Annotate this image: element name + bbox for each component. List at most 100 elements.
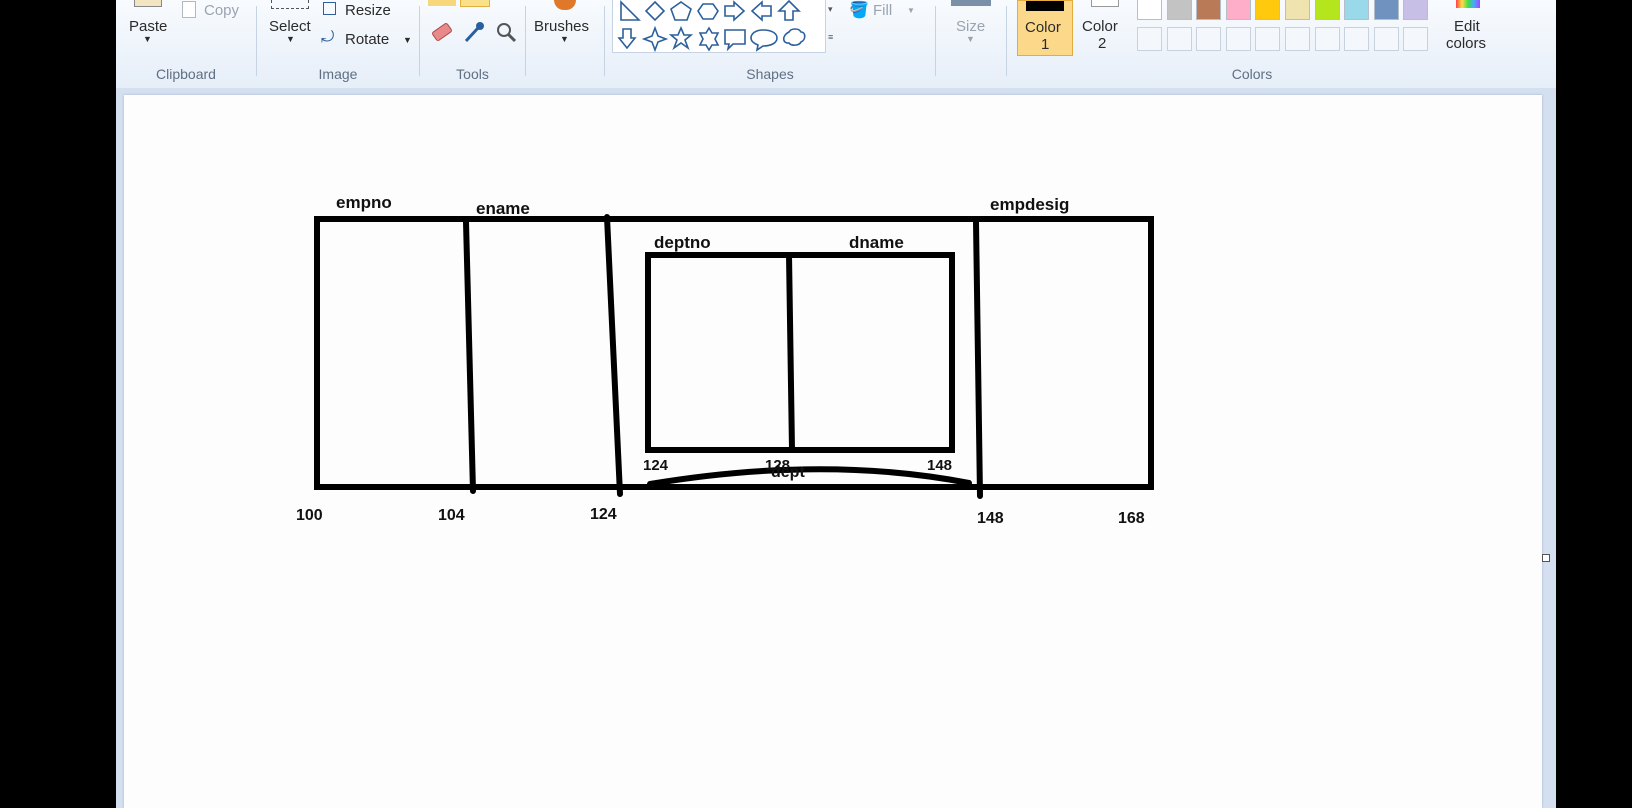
- magnifier-tool[interactable]: [492, 18, 520, 46]
- shapes-gallery: [612, 0, 826, 53]
- canvas-area: empno ename empdesig deptno dname dept 1…: [116, 88, 1556, 808]
- select-button[interactable]: Select ▼: [261, 0, 317, 58]
- line-width-icon: [951, 0, 991, 6]
- brushes-button[interactable]: Brushes ▼: [530, 0, 600, 58]
- record-outline: [314, 216, 1154, 490]
- rotate-button[interactable]: ⤾ Rotate ▼: [321, 29, 416, 52]
- color-wheel-icon: [1456, 0, 1480, 8]
- edit-colors-line2: colors: [1446, 35, 1487, 52]
- color-picker-tool[interactable]: [460, 18, 488, 46]
- custom-color-slot[interactable]: [1137, 27, 1162, 51]
- custom-color-slot[interactable]: [1166, 27, 1192, 51]
- rectangle-callout-icon: [724, 29, 746, 52]
- custom-color-slot[interactable]: [1285, 27, 1310, 51]
- color1-label-line2: 1: [1041, 36, 1050, 53]
- palette-swatch[interactable]: [1137, 0, 1162, 20]
- shapes-scroll[interactable]: ▾ ≡: [826, 0, 840, 52]
- canvas-resize-handle[interactable]: [1542, 554, 1550, 562]
- divider-empno-ename: [463, 219, 476, 494]
- selection-rectangle-icon: [271, 0, 309, 9]
- expand-gallery-icon[interactable]: ≡: [828, 32, 834, 42]
- field-label-dname: dname: [849, 233, 904, 252]
- field-label-dept: dept: [771, 464, 805, 481]
- group-divider: [935, 6, 936, 76]
- clipboard-group-label: Clipboard: [156, 66, 216, 82]
- pencil-tool[interactable]: [428, 0, 456, 6]
- palette-swatch[interactable]: [1166, 0, 1192, 20]
- palette-swatch[interactable]: [1373, 0, 1399, 20]
- chevron-down-icon: ▼: [966, 34, 975, 44]
- drawing-canvas[interactable]: empno ename empdesig deptno dname dept 1…: [124, 95, 1542, 808]
- copy-label: Copy: [204, 2, 240, 19]
- custom-color-slot[interactable]: [1196, 27, 1222, 51]
- pentagon-icon: [670, 1, 692, 21]
- edit-colors-button[interactable]: Edit colors: [1444, 0, 1494, 56]
- inner-address-148: 148: [927, 457, 953, 474]
- colors-group-label: Colors: [1231, 66, 1273, 82]
- magnifier-icon: [497, 23, 517, 43]
- custom-color-slot[interactable]: [1373, 27, 1399, 51]
- dept-brace: [647, 466, 972, 487]
- palette-swatch[interactable]: [1225, 0, 1251, 20]
- hexagon-icon: [697, 3, 719, 20]
- palette-swatch[interactable]: [1285, 0, 1310, 20]
- palette-swatch[interactable]: [1344, 0, 1370, 20]
- size-button[interactable]: Size ▼: [946, 0, 996, 58]
- brushes-label: Brushes: [534, 18, 590, 35]
- fill-bucket-icon: 🪣: [849, 2, 869, 19]
- five-point-star-icon: [668, 25, 694, 51]
- palette-swatch[interactable]: [1314, 0, 1340, 20]
- group-divider: [1006, 6, 1007, 76]
- custom-color-slot[interactable]: [1314, 27, 1340, 51]
- chevron-down-icon: ▼: [907, 6, 915, 15]
- text-tool[interactable]: [492, 0, 520, 6]
- eyedropper-icon: [464, 22, 484, 43]
- dept-inner-box: [645, 252, 955, 453]
- select-label: Select: [269, 18, 311, 35]
- eraser-tool[interactable]: [428, 18, 456, 46]
- palette-swatch[interactable]: [1403, 0, 1429, 20]
- paste-button[interactable]: Paste ▼: [124, 0, 170, 58]
- copy-button[interactable]: Copy: [180, 0, 250, 22]
- custom-color-slot[interactable]: [1255, 27, 1281, 51]
- color1-label-line1: Color: [1025, 19, 1061, 36]
- rotate-label: Rotate: [345, 31, 390, 48]
- resize-button[interactable]: Resize: [321, 0, 411, 22]
- six-point-star-icon: [698, 26, 720, 52]
- tools-group: Tools: [420, 0, 525, 88]
- color1-swatch: [1026, 1, 1064, 11]
- shapes-group-label: Shapes: [746, 66, 794, 82]
- custom-color-slot[interactable]: [1344, 27, 1370, 51]
- address-104: 104: [438, 507, 465, 524]
- paint-window: Paste ▼ Copy Clipboard Select ▼ Resize ⤾: [116, 0, 1556, 808]
- four-point-star-icon: [641, 25, 669, 53]
- tools-group-label: Tools: [456, 66, 489, 82]
- scroll-up-icon[interactable]: ▾: [828, 4, 833, 14]
- copy-icon: [182, 1, 196, 18]
- size-group: Size ▼: [936, 0, 1006, 88]
- fill-button[interactable]: 🪣 Fill ▼: [849, 0, 919, 22]
- fill-label: Fill: [873, 2, 893, 19]
- palette-swatch[interactable]: [1255, 0, 1281, 20]
- brush-icon: [554, 0, 576, 10]
- divider-dept-empdesig: [973, 219, 983, 499]
- custom-color-slot[interactable]: [1403, 27, 1429, 51]
- memory-layout-drawing: [314, 214, 1154, 499]
- resize-label: Resize: [345, 2, 391, 19]
- group-divider: [256, 6, 257, 76]
- color2-label-line1: Color: [1082, 18, 1118, 35]
- color2-label-line2: 2: [1098, 35, 1107, 52]
- palette-swatch[interactable]: [1196, 0, 1222, 20]
- custom-color-slot[interactable]: [1225, 27, 1251, 51]
- image-group-label: Image: [318, 66, 358, 82]
- clipboard-group: Paste ▼ Copy Clipboard: [116, 0, 256, 88]
- color2-swatch: [1091, 0, 1119, 7]
- fill-tool[interactable]: [460, 0, 490, 7]
- brushes-group: Brushes ▼: [526, 0, 604, 88]
- group-divider: [419, 6, 420, 76]
- chevron-down-icon: ▼: [403, 35, 412, 45]
- color2-button[interactable]: Color 2: [1077, 0, 1129, 56]
- address-124: 124: [590, 506, 617, 523]
- color1-button[interactable]: Color 1: [1017, 0, 1073, 56]
- group-divider: [604, 6, 605, 76]
